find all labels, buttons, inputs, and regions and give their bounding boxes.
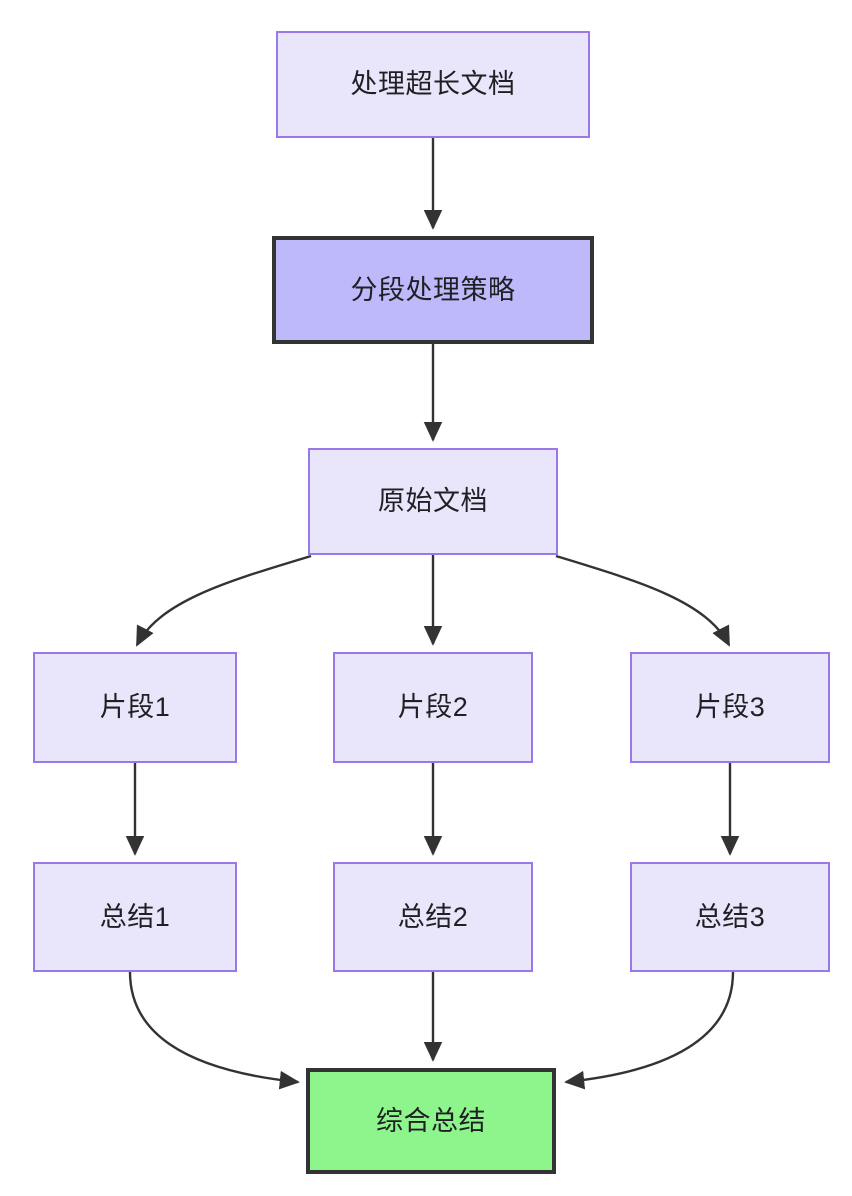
node-source-document[interactable]: 原始文档	[308, 448, 558, 555]
edge-source-to-chunk1	[135, 554, 312, 647]
node-label: 片段3	[694, 692, 766, 723]
node-label: 总结1	[99, 901, 171, 932]
node-label: 原始文档	[378, 486, 488, 517]
node-label: 总结2	[397, 901, 469, 932]
node-label: 综合总结	[376, 1105, 486, 1136]
node-process-long-document[interactable]: 处理超长文档	[276, 31, 590, 138]
node-label: 总结3	[694, 901, 766, 932]
node-chunk-1[interactable]: 片段1	[33, 652, 237, 763]
node-chunk-3[interactable]: 片段3	[630, 652, 830, 763]
node-summary-1[interactable]: 总结1	[33, 862, 237, 972]
node-combined-summary[interactable]: 综合总结	[306, 1068, 556, 1174]
node-label: 片段1	[99, 692, 171, 723]
node-label: 处理超长文档	[350, 69, 516, 100]
node-summary-3[interactable]: 总结3	[630, 862, 830, 972]
node-chunk-2[interactable]: 片段2	[333, 652, 533, 763]
node-chunking-strategy[interactable]: 分段处理策略	[272, 236, 594, 344]
edge-sum3-to-final	[564, 971, 735, 1090]
node-label: 片段2	[397, 692, 469, 723]
node-summary-2[interactable]: 总结2	[333, 862, 533, 972]
node-label: 分段处理策略	[350, 274, 516, 305]
edge-source-to-chunk3	[555, 554, 731, 647]
edge-sum1-to-final	[128, 971, 300, 1090]
